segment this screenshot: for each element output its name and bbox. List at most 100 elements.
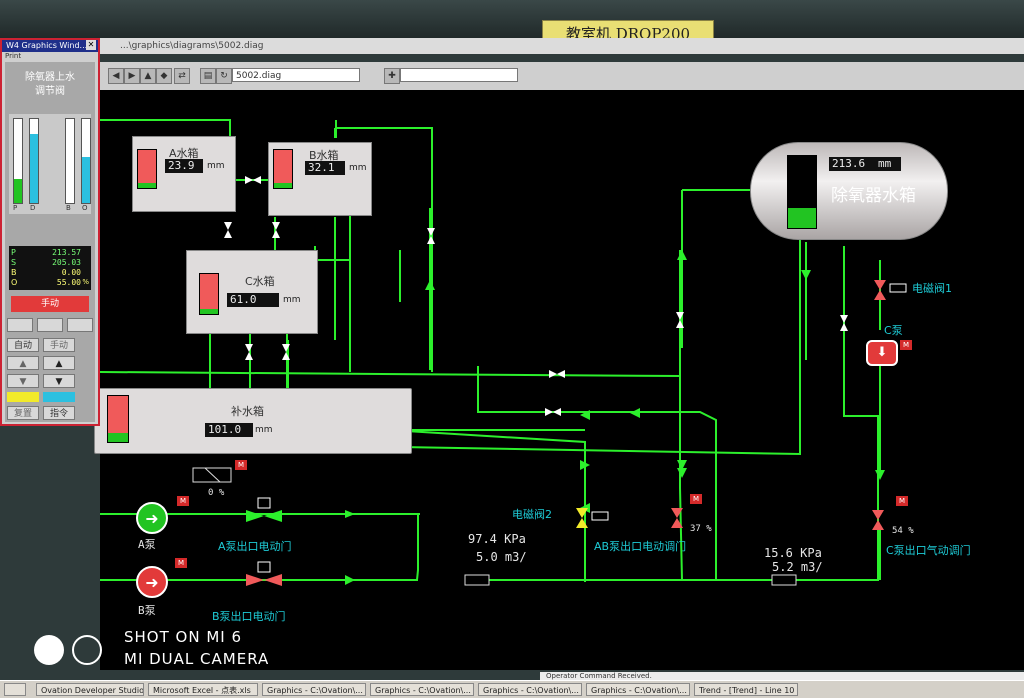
- faceplate-window[interactable]: W4 Graphics Wind... ✕ Print 除氧器上水 调节阀 P …: [0, 38, 100, 426]
- raise-button[interactable]: ▲: [7, 356, 39, 370]
- tank-c-label: C水箱: [245, 275, 275, 288]
- bar-label-d: D: [30, 204, 36, 212]
- blank-button[interactable]: [37, 318, 63, 332]
- bar-label-p: P: [13, 204, 18, 212]
- readout-label: B: [11, 268, 17, 277]
- status-bar: Operator Command Received.: [540, 672, 1024, 681]
- diagram-select[interactable]: 5002.diag: [232, 68, 360, 82]
- forward-arrow-icon[interactable]: ▶: [124, 68, 140, 84]
- pressure-1: 97.4 KPa: [468, 532, 526, 546]
- watermark-line-1: SHOT ON MI 6: [124, 628, 243, 646]
- taskbar-item[interactable]: Graphics - C:\Ovation\...: [262, 683, 366, 696]
- faceplate-menu[interactable]: Print: [5, 52, 22, 60]
- pump-c[interactable]: ⬇: [866, 340, 898, 366]
- taskbar: Ovation Developer Studio Microsoft Excel…: [0, 680, 1024, 698]
- taskbar-item[interactable]: Graphics - C:\Ovation\...: [586, 683, 690, 696]
- flow-2: 5.2 m3/: [772, 560, 823, 574]
- auto-button[interactable]: 自动: [7, 338, 39, 352]
- window-title-bar: ...\graphics\diagrams\5002.diag: [100, 38, 1024, 54]
- command-button[interactable]: 指令: [43, 406, 75, 420]
- swap-icon[interactable]: ⇄: [174, 68, 190, 84]
- start-icon[interactable]: [4, 683, 26, 696]
- watermark-line-2: MI DUAL CAMERA: [124, 650, 270, 668]
- solenoid-valve-1-label: 电磁阀1: [912, 282, 952, 295]
- tank-b-unit: mm: [349, 163, 367, 173]
- tank-a-label: A水箱: [169, 147, 199, 160]
- up-arrow-icon[interactable]: ▲: [140, 68, 156, 84]
- tank-b-label: B水箱: [309, 149, 339, 162]
- valve-ab-label[interactable]: AB泵出口电动调门: [594, 540, 687, 553]
- manual-button[interactable]: 手动: [43, 338, 75, 352]
- deaerator-label: 除氧器水箱: [831, 186, 916, 206]
- reset-button[interactable]: 复置: [7, 406, 39, 420]
- pump-a-label: A泵: [138, 538, 156, 551]
- taskbar-item[interactable]: Trend - [Trend] - Line 10: [694, 683, 798, 696]
- right-arrow-icon: ➜: [145, 573, 159, 592]
- yellow-indicator: [7, 392, 39, 402]
- valve-b-label[interactable]: B泵出口电动门: [212, 610, 286, 623]
- pump-b[interactable]: ➜: [136, 566, 168, 598]
- raise-fast-button[interactable]: ▲: [43, 356, 75, 370]
- flow-1: 5.0 m3/: [476, 550, 527, 564]
- motor-badge: M: [690, 494, 702, 504]
- pipe-network: [100, 119, 907, 586]
- deaerator-value: 213.6: [829, 157, 875, 171]
- deaerator-level-bar: [787, 155, 817, 229]
- pump-a[interactable]: ➜: [136, 502, 168, 534]
- taskbar-item[interactable]: Ovation Developer Studio: [36, 683, 144, 696]
- motor-badge: M: [235, 460, 247, 470]
- right-arrow-icon: ➜: [145, 509, 159, 528]
- close-icon[interactable]: ✕: [86, 40, 96, 50]
- pump-b-label: B泵: [138, 604, 156, 617]
- deaerator-tank[interactable]: 213.6 mm 除氧器水箱: [750, 142, 948, 240]
- watermark-dot-icon: [34, 635, 64, 665]
- lower-button[interactable]: ▼: [7, 374, 39, 388]
- monitor-top-bar: [0, 0, 1024, 44]
- taskbar-item[interactable]: Microsoft Excel - 点表.xls: [148, 683, 258, 696]
- indicator-percent: 0 %: [208, 488, 225, 498]
- motor-badge: M: [900, 340, 912, 350]
- taskbar-item[interactable]: Graphics - C:\Ovation\...: [370, 683, 474, 696]
- bar-b: [65, 118, 75, 204]
- valve-c-label[interactable]: C泵出口气动调门: [886, 544, 971, 557]
- readout-p: 213.57: [52, 248, 81, 257]
- bar-label-o: O: [82, 204, 88, 212]
- pressure-2: 15.6 KPa: [764, 546, 822, 560]
- makeup-tank-value: 101.0: [205, 423, 253, 437]
- faceplate-body: 除氧器上水 调节阀 P D B O P S B O 213.57 205.03 …: [5, 62, 95, 422]
- readout-b: 0.00: [61, 268, 81, 277]
- window-select[interactable]: [400, 68, 518, 82]
- bar-s: [29, 118, 39, 204]
- tank-a[interactable]: A水箱 23.9 mm: [132, 136, 236, 212]
- blank-button[interactable]: [67, 318, 93, 332]
- solenoid-valve-2-label: 电磁阀2: [512, 508, 552, 521]
- faceplate-name-1: 除氧器上水: [25, 72, 75, 83]
- deaerator-unit: mm: [875, 157, 901, 171]
- valve-c-percent: 54 %: [892, 526, 914, 536]
- up-triangle-icon: ▲: [19, 359, 27, 369]
- makeup-tank[interactable]: 补水箱 101.0 mm: [94, 388, 412, 454]
- readout-percent: %: [82, 278, 89, 286]
- lower-fast-button[interactable]: ▼: [43, 374, 75, 388]
- blank-button[interactable]: [7, 318, 33, 332]
- cyan-indicator: [43, 392, 75, 402]
- readout-s: 205.03: [52, 258, 81, 267]
- taskbar-item[interactable]: Graphics - C:\Ovation\...: [478, 683, 582, 696]
- back-arrow-icon[interactable]: ◀: [108, 68, 124, 84]
- refresh-icon[interactable]: ↻: [216, 68, 232, 84]
- print-icon[interactable]: ▤: [200, 68, 216, 84]
- valve-ab-percent: 37 %: [690, 524, 712, 534]
- tank-a-unit: mm: [207, 161, 225, 171]
- diamond-icon[interactable]: ◆: [156, 68, 172, 84]
- pin-icon[interactable]: ✚: [384, 68, 400, 84]
- tank-b[interactable]: B水箱 32.1 mm: [268, 142, 372, 216]
- motor-badge: M: [175, 558, 187, 568]
- tank-b-level-bar: [273, 149, 293, 189]
- tank-c[interactable]: C水箱 61.0 mm: [186, 250, 318, 334]
- bar-area: P D B O: [9, 114, 91, 214]
- readout-label: S: [11, 258, 17, 267]
- valve-a-label[interactable]: A泵出口电动门: [218, 540, 292, 553]
- tank-c-value: 61.0: [227, 293, 279, 307]
- readout-label: O: [11, 278, 18, 287]
- pump-c-label: C泵: [884, 324, 903, 337]
